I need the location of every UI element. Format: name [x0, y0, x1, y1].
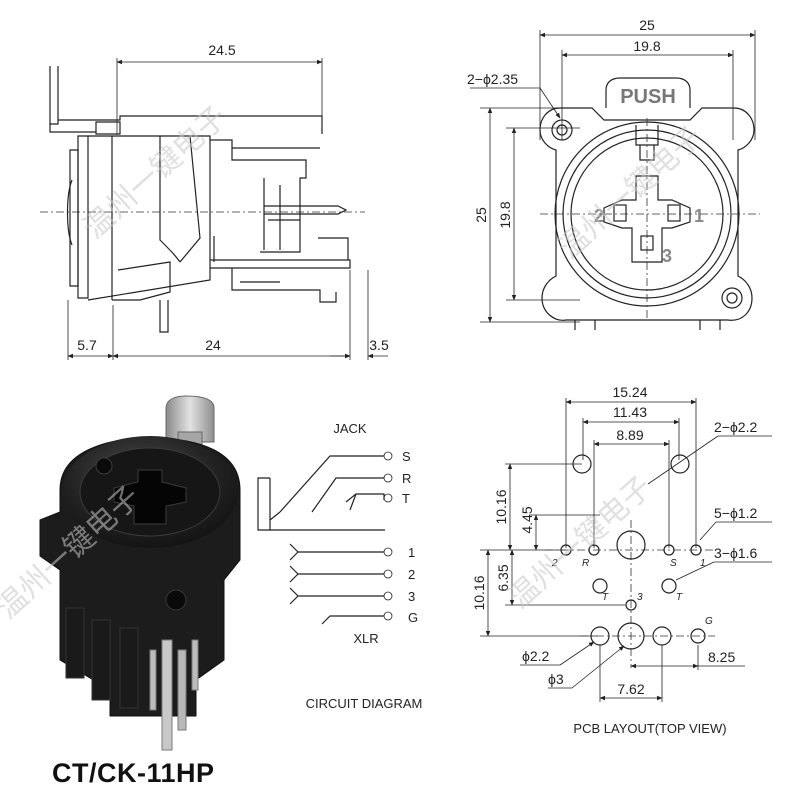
- side-view-drawing: 24.5: [40, 42, 389, 360]
- pcb-caption: PCB LAYOUT(TOP VIEW): [573, 721, 726, 736]
- pcb-dim-8-25: 8.25: [708, 649, 735, 665]
- jack-pin-r: R: [402, 471, 411, 486]
- pcb-pin-1: 1: [700, 558, 706, 569]
- model-title: CT/CK-11HP: [52, 758, 215, 788]
- front-pin-2: 2: [594, 206, 604, 226]
- xlr-pin-1: 1: [408, 545, 415, 560]
- front-pin-3: 3: [662, 246, 672, 266]
- circuit-caption: CIRCUIT DIAGRAM: [306, 696, 423, 711]
- dim-width-inner: 19.8: [633, 38, 660, 54]
- jack-pin-s: S: [402, 449, 411, 464]
- dim-5-7: 5.7: [77, 337, 97, 353]
- pcb-pin-2: 2: [551, 558, 558, 569]
- xlr-label: XLR: [353, 631, 378, 646]
- xlr-pin-g: G: [408, 610, 418, 625]
- pcb-pin-s: S: [670, 558, 677, 569]
- push-label: PUSH: [620, 86, 676, 108]
- watermark-4: 温州一键电子: [503, 470, 659, 615]
- dim-width-outer: 25: [639, 17, 655, 33]
- pcb-pin-t-left: T: [602, 592, 609, 603]
- dim-3-5: 3.5: [369, 337, 389, 353]
- dim-24: 24: [205, 337, 221, 353]
- jack-label: JACK: [333, 421, 367, 436]
- watermark-2: 温州一键电子: [553, 120, 709, 265]
- product-photo: [39, 395, 241, 751]
- pcb-dim-10-16-a: 10.16: [493, 489, 509, 524]
- hole-callout: 2−ϕ2.35: [467, 71, 518, 87]
- pcb-layout: 15.24 11.43 8.89 10.16 4.45 10.16 6.35: [471, 384, 772, 736]
- jack-pin-t: T: [402, 491, 410, 506]
- front-view-drawing: 25 19.8 25 19.8 2−ϕ2.35 PUSH: [467, 17, 760, 330]
- dim-height-inner: 19.8: [497, 201, 513, 228]
- pcb-dim-4-45: 4.45: [519, 506, 535, 533]
- xlr-pin-2: 2: [408, 567, 415, 582]
- front-pin-1: 1: [694, 206, 704, 226]
- pcb-dim-11-43: 11.43: [613, 404, 647, 420]
- pcb-callout-3-phi-1-6: 3−ϕ1.6: [714, 545, 757, 561]
- pcb-dim-15-24: 15.24: [612, 384, 647, 400]
- pcb-dim-phi-2-2: ϕ2.2: [522, 648, 550, 664]
- pcb-callout-5-phi-1-2: 5−ϕ1.2: [714, 505, 757, 521]
- pcb-dim-phi-3: ϕ3: [548, 671, 564, 687]
- pcb-dim-8-89: 8.89: [616, 427, 643, 443]
- pcb-pin-g: G: [705, 616, 713, 627]
- pcb-dim-6-35: 6.35: [495, 564, 511, 591]
- pcb-pin-r: R: [582, 558, 589, 569]
- pcb-dim-10-16-b: 10.16: [471, 575, 487, 610]
- pcb-dim-7-62: 7.62: [617, 681, 644, 697]
- pcb-pin-t-right: T: [676, 592, 683, 603]
- pcb-callout-2-phi-2-2: 2−ϕ2.2: [714, 419, 757, 435]
- xlr-pin-3: 3: [408, 589, 415, 604]
- circuit-diagram: JACK S R T 1 2 3 G XLR CIRCUIT DIAGRAM: [257, 421, 423, 711]
- pcb-pin-3: 3: [637, 592, 643, 603]
- dim-height-outer: 25: [473, 207, 489, 223]
- dim-24-5: 24.5: [208, 42, 235, 58]
